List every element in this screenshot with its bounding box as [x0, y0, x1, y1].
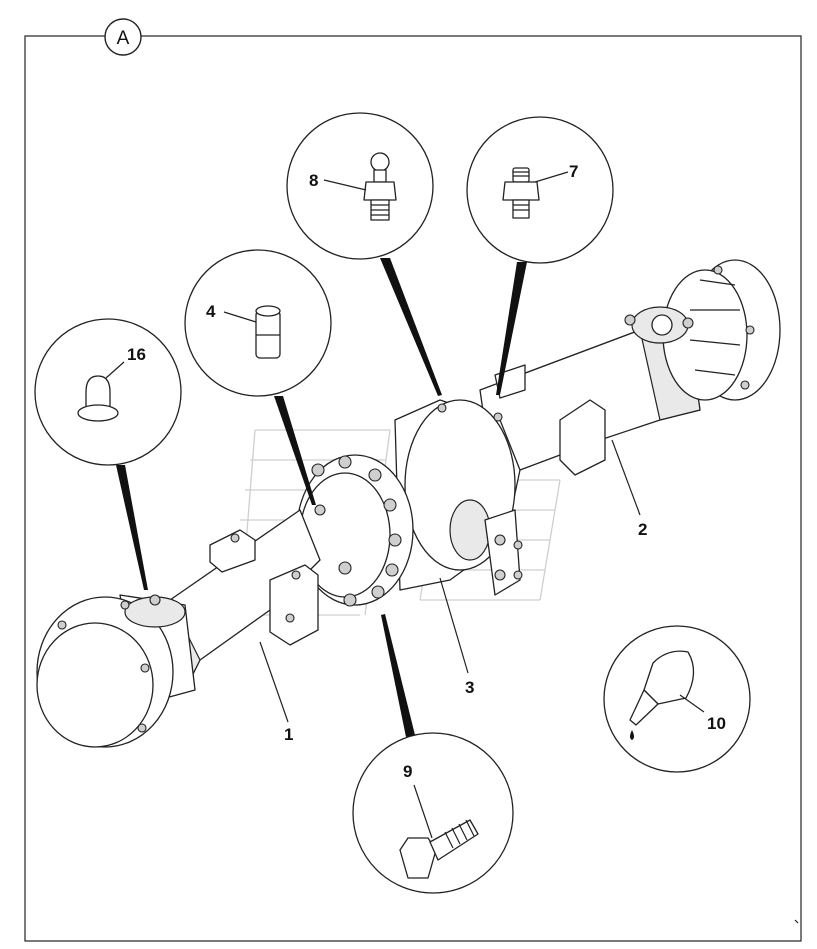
bolt-part: [399, 819, 479, 879]
leader-8: [380, 258, 442, 396]
right-wheel-hub: [624, 259, 781, 401]
view-label: A: [104, 18, 142, 56]
sealant-tube-part: [629, 650, 695, 740]
diagram-frame: [24, 35, 802, 942]
left-wheel-hub: [36, 594, 196, 748]
cap-part: [77, 375, 119, 422]
callout-9: 9: [352, 614, 514, 894]
part-1-label: 1: [284, 725, 293, 744]
part-2-label: 2: [638, 520, 647, 539]
callout-10-label: 10: [707, 714, 726, 733]
callout-8-label: 8: [309, 171, 318, 190]
plug-part: [255, 305, 281, 359]
callout-4-label: 4: [206, 302, 216, 321]
callout-10: 10: [603, 625, 751, 773]
callout-4: 4: [184, 249, 332, 505]
part-label-2: 2: [611, 439, 647, 539]
leader-7: [496, 262, 527, 395]
view-label-text: A: [117, 28, 130, 49]
callout-7-label: 7: [569, 162, 578, 181]
leader-4: [274, 396, 316, 505]
axle-assembly: [36, 259, 781, 748]
part-label-3: 3: [439, 577, 474, 697]
corner-mark: [794, 919, 799, 924]
breather-part: [502, 167, 540, 219]
part-3-label: 3: [465, 678, 474, 697]
leader-9: [381, 614, 415, 737]
callout-16: 16: [34, 318, 182, 590]
leader-16: [116, 465, 148, 590]
callout-16-label: 16: [127, 345, 146, 364]
callout-9-label: 9: [403, 762, 412, 781]
right-mounting-pad: [559, 399, 606, 476]
callout-8: 8: [286, 112, 442, 396]
callout-7: 7: [466, 116, 614, 395]
part-label-1: 1: [259, 641, 293, 744]
grease-nipple-part: [363, 152, 397, 221]
differential-housing: [296, 399, 523, 607]
left-mounting-pad: [269, 564, 319, 646]
